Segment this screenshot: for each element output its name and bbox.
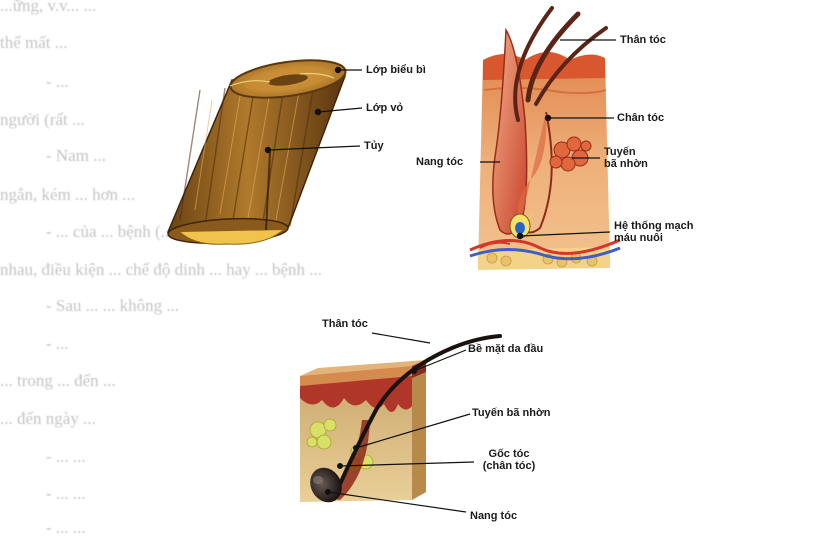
label-hair-bulb-1: Gốc tóc [474, 448, 544, 460]
label-sebaceous-gland-bottom: Tuyến bã nhờn [472, 407, 551, 419]
label-follicle-bottom: Nang tóc [470, 510, 517, 522]
label-cortex: Lớp vỏ [366, 102, 403, 114]
label-scalp-surface: Bề mặt da đầu [468, 343, 543, 355]
hair-follicle-bottom-illustration [300, 336, 500, 508]
label-hair-root: Chân tóc [617, 112, 664, 124]
label-sebaceous-gland-top-1: Tuyến [604, 146, 636, 158]
label-hair-shaft-top: Thân tóc [620, 34, 666, 46]
label-follicle-top: Nang tóc [416, 156, 463, 168]
hair-strand-illustration [167, 54, 347, 246]
label-sebaceous-gland-top-2: bã nhờn [604, 158, 648, 170]
label-medulla: Tủy [364, 140, 384, 152]
label-hair-shaft-bottom: Thân tóc [322, 318, 368, 330]
label-blood-vessels-1: Hệ thống mạch [614, 220, 693, 232]
hair-follicle-top-illustration [470, 8, 620, 270]
label-hair-bulb-2: (chân tóc) [474, 460, 544, 472]
label-blood-vessels-2: máu nuôi [614, 232, 663, 244]
label-cuticle: Lớp biểu bì [366, 64, 426, 76]
